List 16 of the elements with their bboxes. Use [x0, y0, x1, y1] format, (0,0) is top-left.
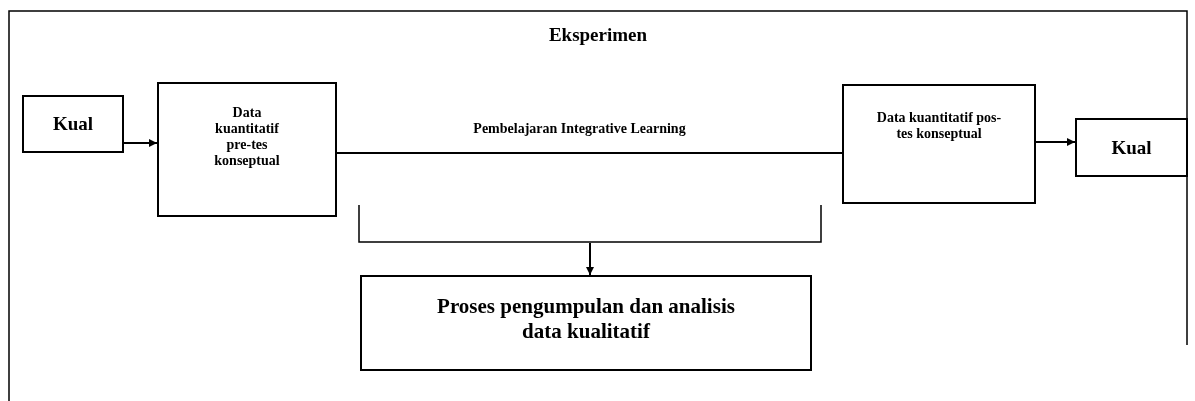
edge-label: Pembelajaran Integrative Learning — [473, 121, 686, 137]
box-text: Data kuantitatif pos-tes konseptual — [875, 110, 1003, 142]
box-text: Proses pengumpulan dan analisis data kualitatif — [436, 294, 736, 344]
box-text: Kual — [52, 113, 94, 135]
connector-line — [336, 152, 843, 154]
box-text: Data kuantitatif pre-tes konseptual — [213, 104, 281, 169]
process-box — [360, 275, 812, 371]
process-box — [22, 95, 124, 153]
diagram-heading: Eksperimen — [548, 24, 648, 46]
arrow — [584, 242, 593, 278]
box-text: Kual — [1111, 136, 1152, 159]
process-box — [1075, 118, 1188, 177]
arrow — [1035, 139, 1078, 148]
arrow — [123, 140, 160, 149]
process-box — [842, 84, 1036, 204]
process-box — [157, 82, 337, 217]
